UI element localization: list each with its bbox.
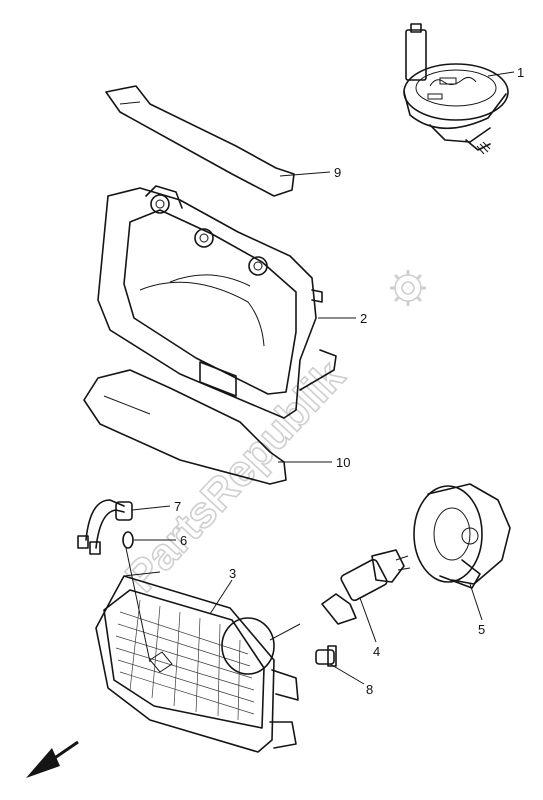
part-8-pilot-bulb bbox=[315, 645, 337, 667]
part-10-lower-plate bbox=[83, 369, 287, 485]
callouts: 1 9 2 10 7 6 3 4 bbox=[125, 65, 524, 697]
part-9-upper-plate bbox=[105, 85, 295, 197]
callout-3-label: 3 bbox=[229, 566, 236, 581]
part-3-headlight-lens bbox=[95, 571, 299, 753]
part-6-small-bulb bbox=[122, 531, 134, 549]
callout-9-label: 9 bbox=[334, 165, 341, 180]
callout-4-label: 4 bbox=[373, 644, 380, 659]
callout-1: 1 bbox=[487, 65, 524, 80]
callout-7-label: 7 bbox=[174, 499, 181, 514]
callout-6-label: 6 bbox=[180, 533, 187, 548]
callout-2: 2 bbox=[318, 311, 367, 326]
callout-2-label: 2 bbox=[360, 311, 367, 326]
part-2-headlight-housing bbox=[97, 185, 337, 419]
callout-9: 9 bbox=[279, 165, 341, 180]
direction-arrow-icon bbox=[26, 740, 79, 778]
callout-8-label: 8 bbox=[366, 682, 373, 697]
callout-1-label: 1 bbox=[517, 65, 524, 80]
part-1-adjuster-switch bbox=[403, 23, 509, 155]
part-7-socket-harness bbox=[77, 499, 133, 555]
callout-5-label: 5 bbox=[478, 622, 485, 637]
callout-7: 7 bbox=[131, 499, 181, 514]
part-5-bulb-cover bbox=[413, 483, 511, 589]
callout-10: 10 bbox=[278, 455, 350, 470]
callout-5: 5 bbox=[469, 583, 485, 637]
part-4-headlight-bulb bbox=[321, 549, 411, 625]
callout-6: 6 bbox=[134, 533, 187, 548]
callout-3: 3 bbox=[209, 566, 236, 615]
watermark-gear-icon bbox=[390, 270, 426, 306]
callout-10-label: 10 bbox=[336, 455, 350, 470]
callout-8: 8 bbox=[329, 663, 373, 697]
callout-4: 4 bbox=[359, 597, 380, 659]
